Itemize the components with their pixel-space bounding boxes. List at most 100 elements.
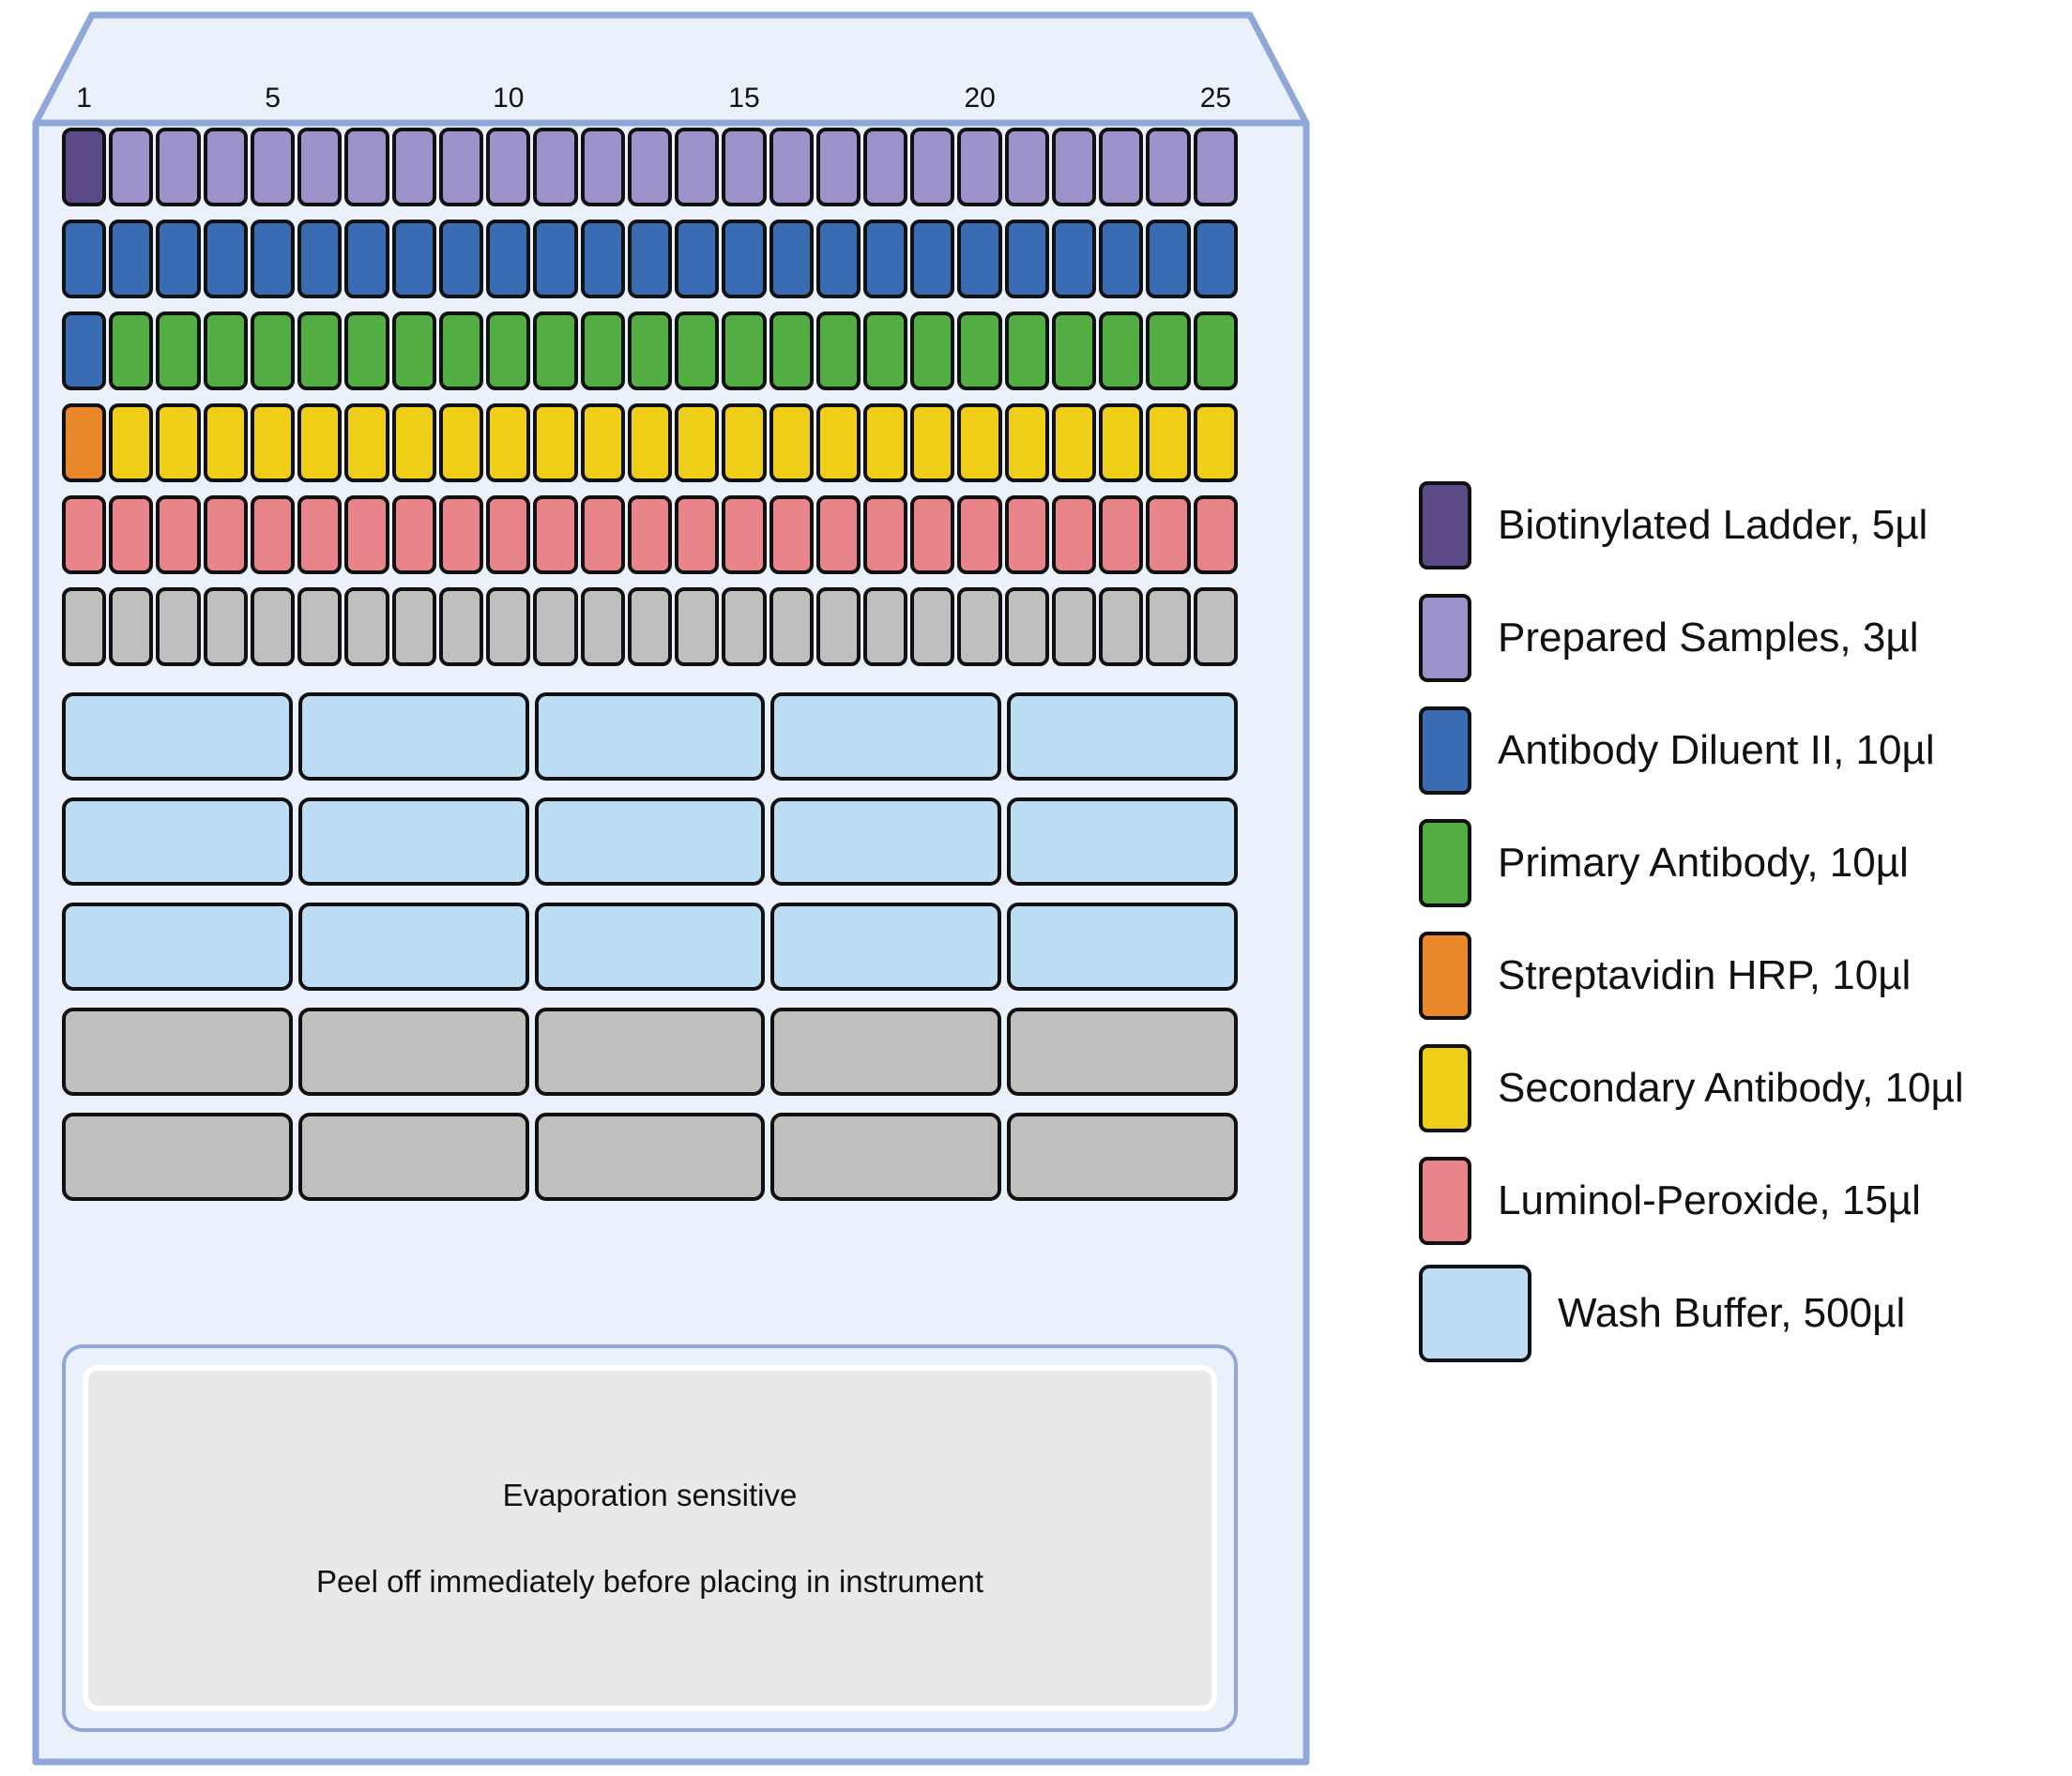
trough-r8-c1[interactable] <box>62 797 293 886</box>
well-r4-c5[interactable] <box>250 403 296 482</box>
well-r3-c21[interactable] <box>1004 311 1049 390</box>
trough-r9-c1[interactable] <box>62 903 293 991</box>
trough-r10-c1[interactable] <box>62 1008 293 1096</box>
well-r5-c6[interactable] <box>297 495 343 574</box>
well-r1-c11[interactable] <box>533 128 578 206</box>
well-r5-c9[interactable] <box>438 495 484 574</box>
well-r1-c18[interactable] <box>862 128 908 206</box>
well-r5-c7[interactable] <box>344 495 389 574</box>
well-r6-c6[interactable] <box>297 587 343 666</box>
well-r6-c9[interactable] <box>438 587 484 666</box>
well-r2-c3[interactable] <box>156 220 201 298</box>
well-r1-c15[interactable] <box>722 128 767 206</box>
well-r2-c1[interactable] <box>62 220 107 298</box>
well-r2-c9[interactable] <box>438 220 484 298</box>
well-r1-c14[interactable] <box>675 128 720 206</box>
well-r3-c4[interactable] <box>203 311 248 390</box>
well-r4-c18[interactable] <box>862 403 908 482</box>
well-r1-c4[interactable] <box>203 128 248 206</box>
well-r2-c19[interactable] <box>910 220 955 298</box>
well-r3-c22[interactable] <box>1051 311 1097 390</box>
well-r4-c13[interactable] <box>627 403 673 482</box>
trough-r8-c4[interactable] <box>770 797 1002 886</box>
well-r2-c12[interactable] <box>580 220 625 298</box>
well-r3-c9[interactable] <box>438 311 484 390</box>
well-r6-c2[interactable] <box>109 587 154 666</box>
well-r4-c24[interactable] <box>1146 403 1191 482</box>
well-r3-c8[interactable] <box>391 311 436 390</box>
well-r3-c19[interactable] <box>910 311 955 390</box>
well-r3-c11[interactable] <box>533 311 578 390</box>
well-r6-c18[interactable] <box>862 587 908 666</box>
well-r2-c23[interactable] <box>1099 220 1144 298</box>
well-r4-c11[interactable] <box>533 403 578 482</box>
well-r3-c3[interactable] <box>156 311 201 390</box>
well-r6-c24[interactable] <box>1146 587 1191 666</box>
well-r1-c13[interactable] <box>627 128 673 206</box>
well-r1-c12[interactable] <box>580 128 625 206</box>
well-r1-c24[interactable] <box>1146 128 1191 206</box>
trough-r11-c3[interactable] <box>534 1113 766 1201</box>
well-r6-c10[interactable] <box>486 587 531 666</box>
well-r2-c14[interactable] <box>675 220 720 298</box>
well-r5-c23[interactable] <box>1099 495 1144 574</box>
well-r6-c4[interactable] <box>203 587 248 666</box>
well-r6-c25[interactable] <box>1193 587 1238 666</box>
well-r6-c11[interactable] <box>533 587 578 666</box>
well-r6-c8[interactable] <box>391 587 436 666</box>
well-r5-c14[interactable] <box>675 495 720 574</box>
well-r5-c10[interactable] <box>486 495 531 574</box>
well-r1-c10[interactable] <box>486 128 531 206</box>
well-r5-c15[interactable] <box>722 495 767 574</box>
well-r6-c1[interactable] <box>62 587 107 666</box>
well-r3-c7[interactable] <box>344 311 389 390</box>
well-r6-c5[interactable] <box>250 587 296 666</box>
well-r6-c7[interactable] <box>344 587 389 666</box>
well-r4-c25[interactable] <box>1193 403 1238 482</box>
well-r2-c17[interactable] <box>815 220 861 298</box>
well-r1-c25[interactable] <box>1193 128 1238 206</box>
well-r1-c8[interactable] <box>391 128 436 206</box>
trough-r7-c1[interactable] <box>62 692 293 781</box>
well-r4-c1[interactable] <box>62 403 107 482</box>
well-r6-c13[interactable] <box>627 587 673 666</box>
well-r3-c24[interactable] <box>1146 311 1191 390</box>
well-r5-c21[interactable] <box>1004 495 1049 574</box>
trough-r8-c2[interactable] <box>297 797 529 886</box>
well-r1-c17[interactable] <box>815 128 861 206</box>
well-r3-c13[interactable] <box>627 311 673 390</box>
well-r4-c7[interactable] <box>344 403 389 482</box>
trough-r9-c3[interactable] <box>534 903 766 991</box>
well-r5-c13[interactable] <box>627 495 673 574</box>
well-r3-c2[interactable] <box>109 311 154 390</box>
well-r3-c18[interactable] <box>862 311 908 390</box>
trough-r11-c2[interactable] <box>297 1113 529 1201</box>
well-r5-c12[interactable] <box>580 495 625 574</box>
well-r6-c14[interactable] <box>675 587 720 666</box>
well-r5-c3[interactable] <box>156 495 201 574</box>
well-r4-c19[interactable] <box>910 403 955 482</box>
well-r3-c6[interactable] <box>297 311 343 390</box>
trough-r7-c2[interactable] <box>297 692 529 781</box>
well-r2-c6[interactable] <box>297 220 343 298</box>
well-r6-c21[interactable] <box>1004 587 1049 666</box>
well-r2-c16[interactable] <box>769 220 814 298</box>
well-r1-c23[interactable] <box>1099 128 1144 206</box>
well-r4-c12[interactable] <box>580 403 625 482</box>
well-r2-c5[interactable] <box>250 220 296 298</box>
well-r2-c8[interactable] <box>391 220 436 298</box>
well-r2-c25[interactable] <box>1193 220 1238 298</box>
well-r2-c18[interactable] <box>862 220 908 298</box>
well-r1-c7[interactable] <box>344 128 389 206</box>
trough-r9-c5[interactable] <box>1007 903 1238 991</box>
trough-r9-c4[interactable] <box>770 903 1002 991</box>
well-r5-c16[interactable] <box>769 495 814 574</box>
trough-r7-c3[interactable] <box>534 692 766 781</box>
well-r4-c9[interactable] <box>438 403 484 482</box>
well-r2-c13[interactable] <box>627 220 673 298</box>
well-r1-c20[interactable] <box>957 128 1002 206</box>
well-r5-c2[interactable] <box>109 495 154 574</box>
well-r5-c8[interactable] <box>391 495 436 574</box>
well-r5-c19[interactable] <box>910 495 955 574</box>
well-r2-c2[interactable] <box>109 220 154 298</box>
